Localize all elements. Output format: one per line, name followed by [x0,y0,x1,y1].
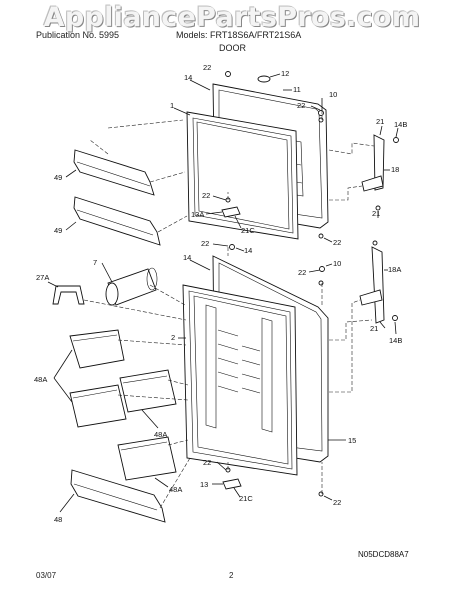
callout-22c: 22 [202,191,210,200]
screw-22a-shape [225,71,231,77]
freezer-door-gasket-1 [186,111,299,240]
cap-14b-upper-shape [393,137,399,143]
door-rack-48-shape [70,469,166,523]
screw-22h-shape [318,491,324,497]
callout-21b: 21 [372,209,380,218]
screw-22d-shape [318,233,324,239]
callout-49a: 49 [54,173,62,182]
door-shelf-supports [205,304,273,433]
callout-21c: 21 [370,324,378,333]
callout-10a: 10 [329,90,337,99]
header-models: Models: FRT18S6A/FRT21S6A [176,30,302,40]
door-bin-48a-2-shape [119,369,177,413]
callout-14a: 14 [184,73,192,82]
callout-14c: 14 [244,246,252,255]
callout-49b: 49 [54,226,62,235]
fresh-food-gasket-2 [182,284,298,476]
callout-22d: 22 [333,238,341,247]
callout-22e: 22 [201,239,209,248]
callout-48a-3: 48A [169,485,182,494]
callout-13a: 13A [191,210,204,219]
callout-48a-1: 48A [34,375,47,384]
callout-48: 48 [54,515,62,524]
callout-15: 15 [348,436,356,445]
screw-22b-shape [318,117,324,123]
door-rack-49b-shape [73,196,161,246]
callout-10b: 10 [333,259,341,268]
screw-21-upper-shape [375,205,381,211]
header-publication: Publication No. 5995 [36,30,120,40]
footer-page-number: 2 [229,571,234,580]
hinge-cap-12-shape [257,75,271,83]
callout-22g: 22 [203,458,211,467]
callout-22f: 22 [298,268,306,277]
callout-11: 11 [293,85,301,94]
diagram-code: N05DCD88A7 [358,550,409,559]
screw-22f-shape [318,280,324,286]
dairy-compartment-7-shape [105,267,158,306]
callout-labels: 22 12 14 11 22 10 1 21 14B 18 49 22 13A … [34,63,407,524]
callout-1: 1 [170,101,174,110]
callout-12: 12 [281,69,289,78]
section-title: DOOR [219,43,246,53]
callout-14b-upper: 14B [394,120,407,129]
callout-7: 7 [93,258,97,267]
callout-27a: 27A [36,273,49,282]
hinge-18a-shape [359,246,385,324]
door-bin-48a-1-shape [69,329,125,369]
door-rack-49a-shape [73,149,155,196]
hinge-13a-shape [221,206,241,218]
door-bin-48a-4-shape [117,436,177,481]
door-handle-27a-shape [52,285,85,305]
callout-18: 18 [391,165,399,174]
alignment-dashed-lines [83,108,375,509]
screw-21-lower-shape [372,240,378,246]
callout-14d: 14 [183,253,191,262]
callout-22a: 22 [203,63,211,72]
hinge-13-shape [222,478,242,490]
callout-21a: 21 [376,117,384,126]
callout-48a-2: 48A [154,430,167,439]
door-bin-48a-3-shape [69,384,127,428]
watermark-logo: AppliancePartsPros.com [43,2,421,33]
leader-lines [47,71,399,513]
callout-14b-lower: 14B [389,336,402,345]
callout-21c-lower: 21C [239,494,253,503]
screw-10a-shape [318,110,324,116]
screw-22e-shape [229,244,235,250]
cap-14b-lower-shape [392,315,398,321]
screw-10b-shape [319,266,325,272]
callout-21c-upper: 21C [241,226,255,235]
callout-22b: 22 [297,101,305,110]
callout-18a: 18A [388,265,401,274]
callout-13: 13 [200,480,208,489]
callout-2: 2 [171,333,175,342]
footer-date: 03/07 [36,571,57,580]
callout-22h: 22 [333,498,341,507]
hinge-18-shape [361,134,385,192]
